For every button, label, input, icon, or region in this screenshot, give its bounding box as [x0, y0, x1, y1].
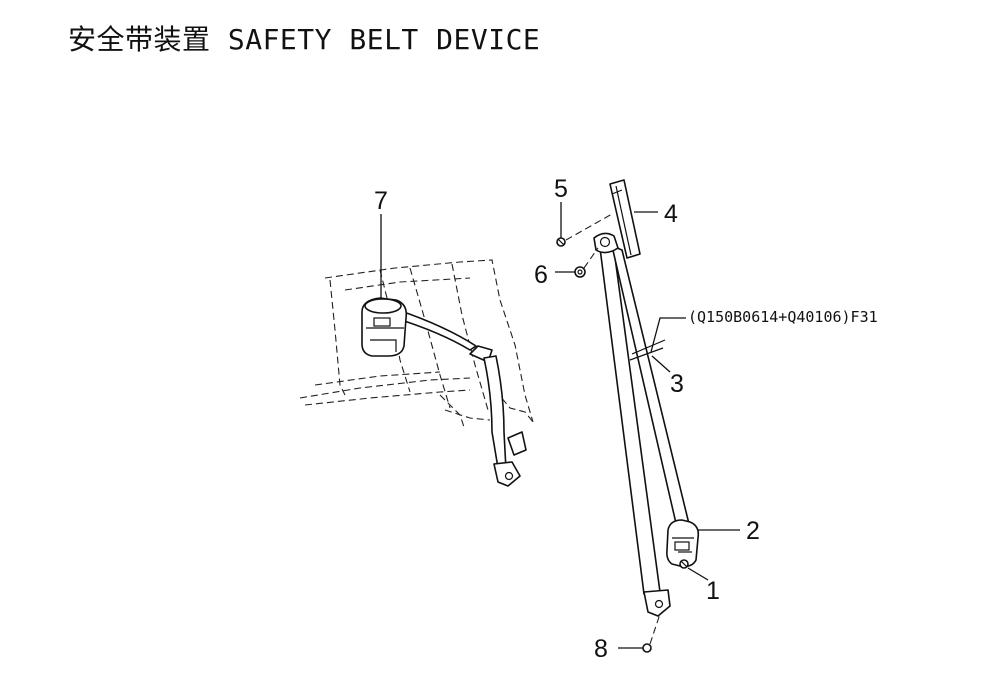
callout-2: 2 — [746, 517, 760, 545]
nut-6 — [574, 266, 586, 278]
callout-7: 7 — [374, 187, 388, 215]
bolt-5 — [556, 237, 566, 247]
upper-guide-loop — [593, 232, 619, 254]
bolt-1 — [679, 559, 689, 569]
assembly-axis-lines — [565, 213, 661, 645]
retractor-7 — [361, 297, 408, 357]
left-belt-strap — [394, 309, 527, 487]
bolt-8 — [642, 643, 652, 653]
callout-1: 1 — [706, 577, 720, 605]
callout-5: 5 — [554, 175, 568, 203]
part-code-label: (Q150B0614+Q40106)F31 — [688, 308, 878, 326]
callout-4: 4 — [664, 200, 678, 228]
leader-lines — [380, 202, 740, 649]
page-title: 安全带装置 SAFETY BELT DEVICE — [68, 23, 541, 56]
callout-6: 6 — [534, 261, 548, 289]
anchor-bracket-4 — [609, 179, 641, 259]
retractor-2 — [666, 519, 700, 568]
lower-anchor-plate — [643, 589, 671, 617]
callout-3: 3 — [670, 370, 684, 398]
callout-8: 8 — [594, 635, 608, 663]
